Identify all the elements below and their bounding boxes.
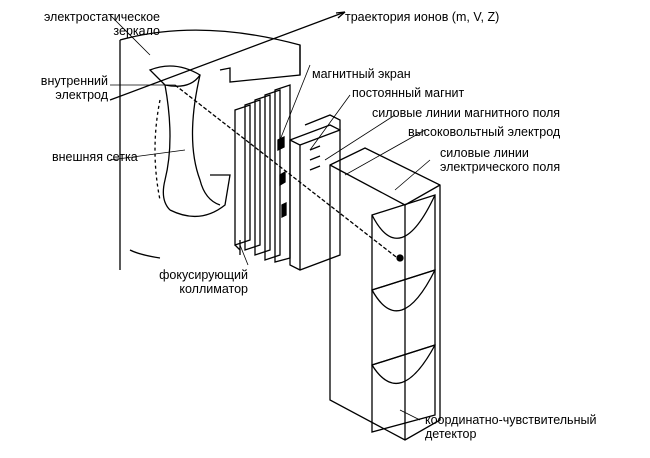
label-magnetic-field-lines: силовые линии магнитного поля	[372, 106, 561, 120]
label-inner-electrode: внутренний электрод	[0, 74, 108, 102]
label-line: силовые линии	[440, 146, 529, 160]
label-permanent-magnet: постоянный магнит	[352, 86, 465, 100]
label-ion-trajectory: траектория ионов (m, V, Z)	[345, 10, 500, 24]
label-line: коллиматор	[179, 282, 248, 296]
electrostatic-mirror	[119, 29, 301, 270]
leader-lines	[109, 14, 431, 421]
label-line: детектор	[425, 427, 477, 441]
label-focusing-collimator: фокусирующий коллиматор	[120, 268, 248, 296]
position-sensitive-detector	[329, 147, 441, 441]
label-outer-grid: внешняя сетка	[52, 150, 138, 164]
label-detector: координатно-чувствительный детектор	[425, 413, 596, 441]
label-line: электрод	[55, 88, 108, 102]
label-electrostatic-mirror: электростатическое зеркало	[0, 10, 160, 38]
label-line: зеркало	[113, 24, 160, 38]
label-hv-electrode: высоковольтный электрод	[408, 125, 561, 139]
label-line: электростатическое	[43, 10, 160, 24]
label-line: фокусирующий	[159, 268, 248, 282]
permanent-magnet	[289, 114, 341, 271]
label-line: координатно-чувствительный	[425, 413, 597, 427]
label-magnetic-screen: магнитный экран	[312, 67, 411, 81]
label-electric-field-lines: силовые линии электрического поля	[440, 146, 560, 174]
focusing-collimator	[234, 84, 291, 263]
label-line: внутренний	[40, 74, 108, 88]
label-line: электрического поля	[440, 160, 561, 174]
